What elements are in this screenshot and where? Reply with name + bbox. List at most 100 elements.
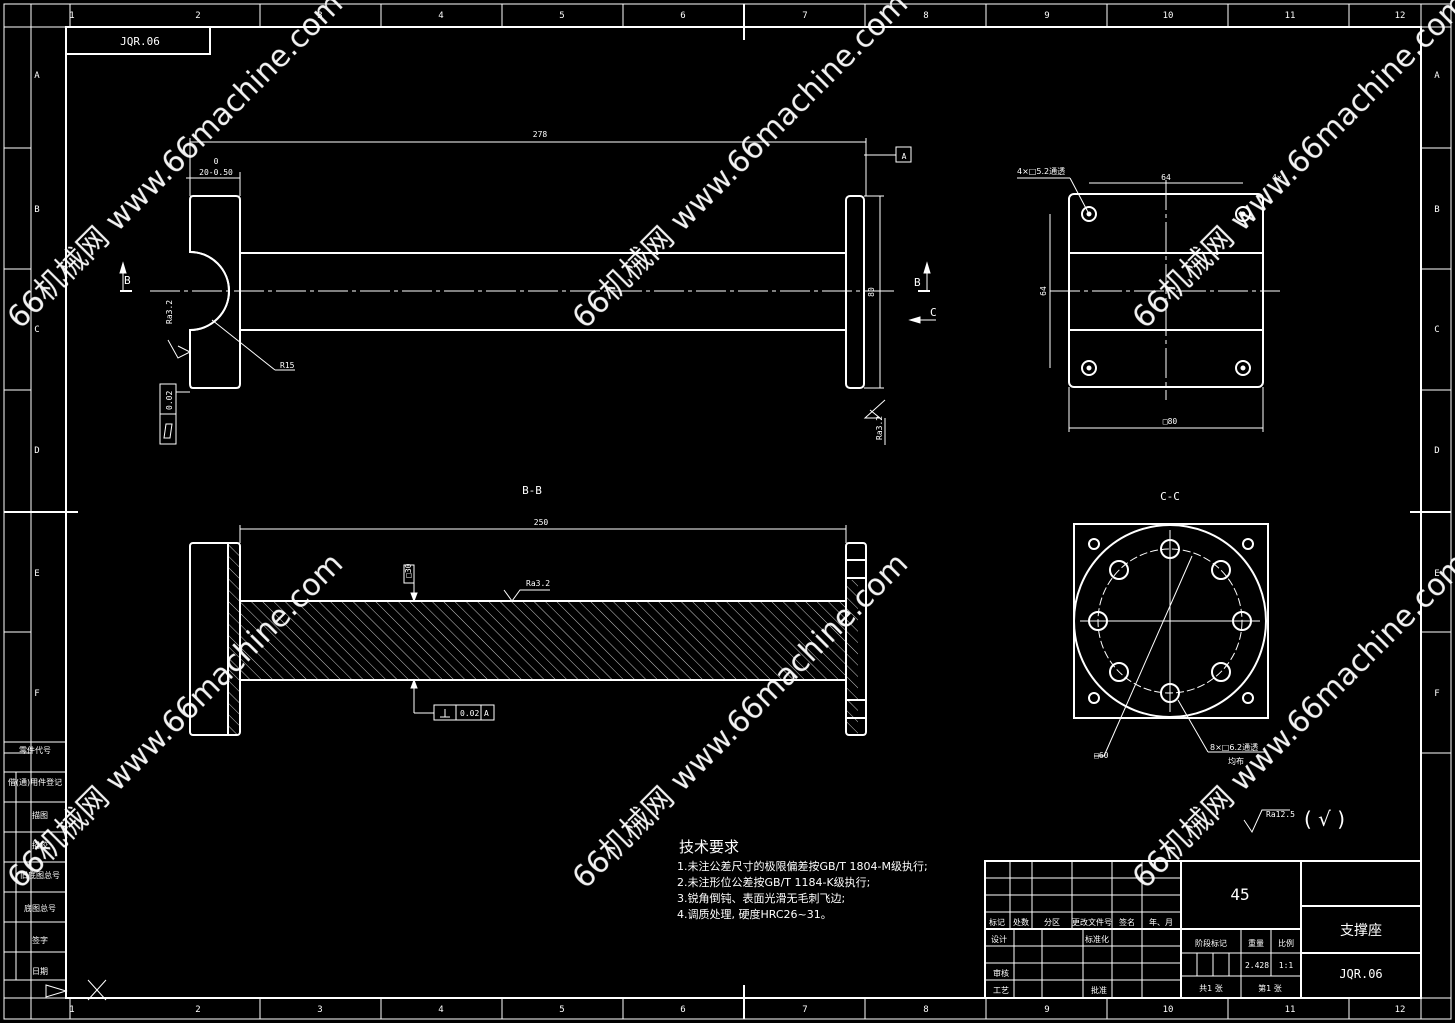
svg-text:F: F	[34, 689, 39, 699]
svg-text:E: E	[34, 569, 39, 579]
front-view	[119, 138, 936, 445]
strip-label: 日期	[32, 967, 48, 976]
svg-text:8: 8	[923, 11, 928, 21]
svg-text:6: 6	[680, 1005, 685, 1015]
watermark-text: 66机械网 www.66machine.com	[566, 546, 915, 895]
tech-req-title: 技术要求	[679, 838, 739, 856]
svg-text:4: 4	[438, 11, 443, 21]
section-mark-b-right: B	[914, 276, 921, 289]
svg-text:12: 12	[1395, 1005, 1406, 1015]
svg-text:4: 4	[438, 1005, 443, 1015]
section-bb: B-B	[189, 484, 867, 736]
tb-process: 工艺	[993, 986, 1009, 995]
perp-datum: A	[484, 709, 489, 718]
datum-a: A	[902, 152, 907, 161]
left-strip: 零件代号 借(通)用件登记 描图 描校 旧底图总号 底图总号 签字 日期	[3, 741, 107, 1001]
technical-requirements: 技术要求 1.未注公差尺寸的极限偏差按GB/T 1804-M级执行; 2.未注形…	[677, 838, 928, 921]
watermark-text: 66机械网 www.66machine.com	[1126, 546, 1455, 895]
svg-text:C: C	[34, 325, 39, 335]
svg-text:9: 9	[1044, 11, 1049, 21]
tb-header: 处数	[1013, 917, 1029, 927]
svg-text:5: 5	[559, 1005, 564, 1015]
tech-req-line: 1.未注公差尺寸的极限偏差按GB/T 1804-M级执行;	[677, 859, 928, 873]
tb-header: 年、月	[1149, 917, 1173, 927]
svg-text:2: 2	[195, 1005, 200, 1015]
dim-64-width: 64	[1161, 173, 1171, 182]
tech-req-line: 4.调质处理, 硬度HRC26~31。	[677, 907, 832, 921]
svg-text:E: E	[1434, 569, 1439, 579]
watermarks: 66机械网 www.66machine.com 66机械网 www.66mach…	[1, 0, 1455, 896]
svg-text:A: A	[34, 71, 40, 81]
drawing-number-box: JQR.06	[65, 26, 211, 55]
tb-approve: 批准	[1091, 985, 1107, 995]
svg-text:9: 9	[1044, 1005, 1049, 1015]
dim-square-60: □60	[1094, 751, 1109, 760]
tb-header: 更改文件号	[1072, 917, 1112, 927]
holes-top-callout: 4×□5.2通透	[1017, 166, 1065, 176]
watermark-text: 66机械网 www.66machine.com	[1, 546, 350, 895]
strip-label: 借(通)用件登记	[8, 777, 62, 787]
svg-text:12: 12	[1395, 11, 1406, 21]
perp-tol: 0.02	[460, 709, 479, 718]
svg-text:7: 7	[802, 1005, 807, 1015]
tb-header: 标记	[989, 917, 1005, 927]
tb-part-name: 支撑座	[1340, 923, 1382, 939]
svg-text:8: 8	[923, 1005, 928, 1015]
watermark-text: 66机械网 www.66machine.com	[1, 0, 350, 336]
dim-80: 80	[867, 287, 876, 297]
dim-square-80: □80	[1163, 417, 1178, 426]
svg-text:10: 10	[1163, 1005, 1174, 1015]
tech-req-line: 3.锐角倒钝、表面光滑无毛刺飞边;	[677, 891, 845, 905]
section-mark-c: C	[930, 306, 937, 319]
dim-250: 250	[534, 518, 549, 527]
svg-text:B: B	[34, 205, 39, 215]
general-roughness: Ra12.5 ( √ )	[1243, 807, 1345, 834]
tb-scale-label: 比例	[1278, 938, 1294, 948]
tb-header: 签名	[1119, 917, 1135, 927]
roughness-section: Ra3.2	[526, 579, 550, 588]
tb-sheet-no: 第1 张	[1258, 983, 1282, 993]
watermark-text: 66机械网 www.66machine.com	[566, 0, 915, 336]
tb-header: 分区	[1044, 918, 1060, 927]
section-cc: C-C □60 8×□6.2通透	[1073, 490, 1269, 766]
dim-tol-zero: 0	[214, 157, 219, 166]
strip-label: 底图总号	[24, 903, 56, 913]
dim-20: 20-0.50	[199, 168, 233, 177]
center-arrow-icon	[45, 979, 107, 1001]
zone-letters: A B C D E F A B C D E F	[34, 71, 1440, 699]
tech-req-line: 2.未注形位公差按GB/T 1184-K级执行;	[677, 875, 870, 889]
section-bb-title: B-B	[522, 484, 542, 497]
strip-label: 零件代号	[19, 745, 51, 755]
svg-text:10: 10	[1163, 11, 1174, 21]
tb-review: 审核	[993, 968, 1009, 978]
roughness-right: Ra3.2	[875, 416, 884, 440]
svg-text:C: C	[1434, 325, 1439, 335]
end-view-top-labels: 64 64 □80 4×□5.2通透 4×	[1017, 166, 1282, 426]
svg-text:6: 6	[680, 11, 685, 21]
section-mark-b-left: B	[124, 274, 131, 287]
svg-text:B: B	[1434, 205, 1439, 215]
end-view-top	[1017, 177, 1280, 432]
drawing-number: JQR.06	[120, 35, 160, 48]
holes-bottom-callout: 8×□6.2通透	[1210, 742, 1258, 752]
roughness-general: Ra12.5	[1266, 810, 1295, 819]
dim-r15: R15	[280, 361, 295, 370]
tb-design: 设计	[991, 934, 1007, 944]
svg-text:1: 1	[69, 1005, 74, 1015]
roughness-check: ( √ )	[1304, 807, 1345, 831]
watermark-text: 66机械网 www.66machine.com	[1126, 0, 1455, 336]
tb-weight: 2.428	[1245, 961, 1269, 970]
dim-278: 278	[533, 130, 548, 139]
svg-text:1: 1	[69, 11, 74, 21]
tb-weight-label: 重量	[1248, 938, 1264, 948]
svg-text:11: 11	[1285, 1005, 1296, 1015]
svg-text:3: 3	[317, 11, 322, 21]
svg-text:2: 2	[195, 11, 200, 21]
title-block: 标记 处数 分区 更改文件号 签名 年、月 设计 标准化 审核 工艺 批准 阶段…	[984, 860, 1422, 999]
flatness-tol: 0.02	[165, 391, 174, 410]
dim-64-height: 64	[1039, 286, 1048, 296]
svg-text:11: 11	[1285, 11, 1296, 21]
strip-label: 描校	[32, 840, 48, 850]
svg-text:3: 3	[317, 1005, 322, 1015]
